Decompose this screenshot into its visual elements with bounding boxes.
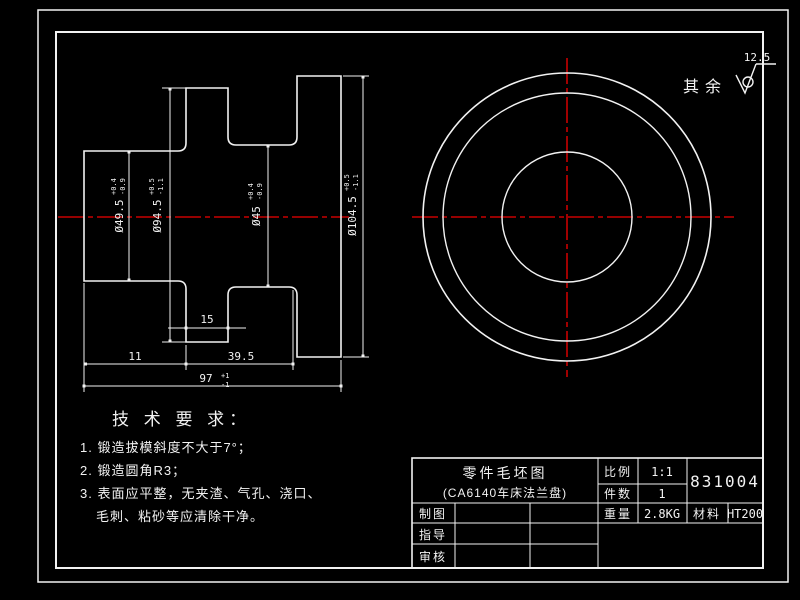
weight-label: 重量 xyxy=(604,507,632,521)
scale-label: 比例 xyxy=(604,465,632,479)
dim-length-39: 39.5 xyxy=(228,350,255,363)
supervisor-label: 指导 xyxy=(419,527,447,542)
dim-length-97: 97 +1 -1 xyxy=(199,372,229,389)
scale-value: 1:1 xyxy=(651,465,673,479)
dim-length-15: 15 xyxy=(200,313,213,326)
dim-diameter-94: Ø94.5 +0.5 -1.1 xyxy=(148,178,165,232)
outer-circle xyxy=(422,72,712,362)
dim-diameter-49: Ø49.5 +0.4 -0.9 xyxy=(110,178,127,232)
surface-roughness-icon xyxy=(735,63,776,95)
dim-text: Ø49.5 xyxy=(113,199,126,232)
title-block-grid xyxy=(411,457,764,569)
dim-tol-upper: +0.5 xyxy=(343,174,351,191)
dim-text: Ø104.5 xyxy=(346,196,359,236)
rest-surfaces-label: 其余 xyxy=(683,77,727,96)
checker-label: 审核 xyxy=(419,549,447,564)
dim-tol-lower: -0.9 xyxy=(119,178,127,195)
dim-text: Ø94.5 xyxy=(151,199,164,232)
tech-req-item-1: 1. 锻造拔模斜度不大于7°； xyxy=(80,440,252,456)
front-view xyxy=(412,58,734,377)
left-view: Ø49.5 +0.4 -0.9 Ø94.5 +0.5 -1.1 Ø45 +0.4… xyxy=(58,75,369,392)
dim-diameter-104: Ø104.5 +0.5 -1.1 xyxy=(343,174,360,236)
dim-text: Ø45 xyxy=(250,206,263,226)
material-label: 材料 xyxy=(693,507,721,521)
part-outline xyxy=(83,75,342,358)
dim-tol-lower: -1.1 xyxy=(352,174,360,191)
drawing-frame xyxy=(37,9,789,583)
tech-req-item-3: 3. 表面应平整，无夹渣、气孔、浇口、 xyxy=(80,486,321,501)
roughness-value: 12.5 xyxy=(744,51,771,64)
dim-length-11: 11 xyxy=(128,350,141,363)
tech-req-item-4: 毛刺、粘砂等应清除干净。 xyxy=(96,509,264,524)
dim-tol-upper: +1 xyxy=(221,372,229,380)
middle-circle xyxy=(442,92,692,342)
dim-tol-upper: +0.4 xyxy=(247,183,255,200)
title-block: 零件毛坯图 (CA6140车床法兰盘) 比例 1:1 件数 1 831004 制… xyxy=(411,457,764,569)
dim-diameter-45: Ø45 +0.4 -0.9 xyxy=(247,183,264,226)
technical-requirements: 技 术 要 求： 1. 锻造拔模斜度不大于7°； 2. 锻造圆角R3； 3. 表… xyxy=(80,410,321,524)
drawing-subtitle: (CA6140车床法兰盘) xyxy=(443,485,567,500)
dim-tol-lower: -0.9 xyxy=(256,183,264,200)
dim-tol-upper: +0.4 xyxy=(110,178,118,195)
tech-req-item-2: 2. 锻造圆角R3； xyxy=(80,463,186,479)
dim-text: 97 xyxy=(199,372,212,385)
weight-value: 2.8KG xyxy=(644,507,680,521)
dim-tol-lower: -1 xyxy=(221,381,229,389)
bore-circle xyxy=(501,151,633,283)
drawing-title: 零件毛坯图 xyxy=(463,465,548,481)
dim-tol-lower: -1.1 xyxy=(157,178,165,195)
quantity-value: 1 xyxy=(658,487,665,501)
material-value: HT200 xyxy=(727,507,763,521)
surface-roughness-note: 其余 12.5 xyxy=(683,51,776,96)
quantity-label: 件数 xyxy=(604,486,632,501)
part-number: 831004 xyxy=(690,472,760,491)
dimension-lines xyxy=(83,75,369,392)
dim-tol-upper: +0.5 xyxy=(148,178,156,195)
tech-req-title: 技 术 要 求： xyxy=(112,410,251,429)
drawn-by-label: 制图 xyxy=(419,507,447,521)
dimension-arrows xyxy=(82,75,365,388)
